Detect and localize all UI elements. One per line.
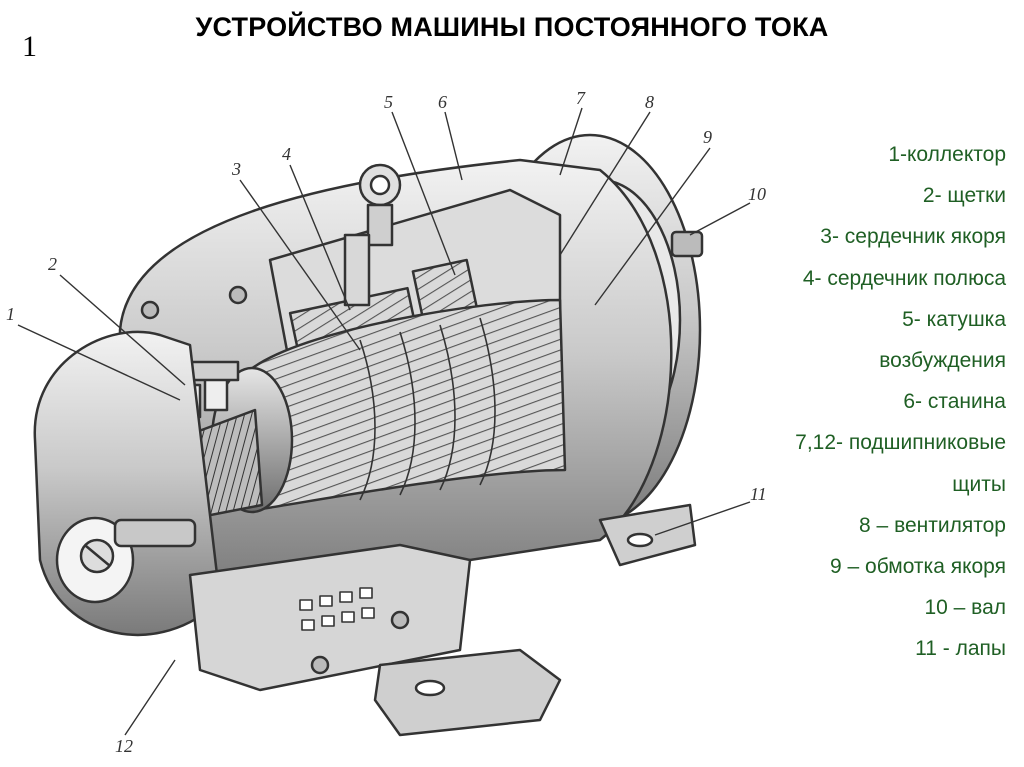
legend-item: 11 - лапы xyxy=(915,637,1006,661)
legend-item: возбуждения xyxy=(879,349,1006,373)
legend-item: 6- станина xyxy=(903,390,1006,414)
legend-item: 5- катушка xyxy=(902,307,1006,331)
legend-item: щиты xyxy=(952,472,1006,496)
part-number-2: 2 xyxy=(48,254,57,274)
legend-item: 8 – вентилятор xyxy=(859,513,1006,537)
part-number-9: 9 xyxy=(703,127,712,147)
page-title: УСТРОЙСТВО МАШИНЫ ПОСТОЯННОГО ТОКА xyxy=(195,12,829,42)
legend-item: 2- щетки xyxy=(922,184,1006,208)
legend-item: 1-коллектор xyxy=(888,143,1006,166)
part-number-1: 1 xyxy=(6,304,15,324)
part-number-8: 8 xyxy=(645,92,654,112)
part-number-6: 6 xyxy=(438,92,447,112)
slide-number: 1 xyxy=(22,30,37,63)
part-number-12: 12 xyxy=(115,736,133,756)
part-number-7: 7 xyxy=(576,88,586,108)
legend-item: 10 – вал xyxy=(924,596,1006,620)
part-number-3: 3 xyxy=(231,159,241,179)
dc-machine-illustration: 1 2 3 4 5 6 7 8 9 10 11 12 xyxy=(6,88,767,756)
parts-legend: 1-коллектор 2- щетки 3- сердечник якоря … xyxy=(666,134,1006,670)
legend-item: 4- сердечник полюса xyxy=(802,266,1006,290)
part-number-5: 5 xyxy=(384,92,393,112)
part-number-10: 10 xyxy=(748,184,766,204)
part-number-4: 4 xyxy=(282,144,291,164)
legend-item: 9 – обмотка якоря xyxy=(830,555,1006,579)
legend-item: 7,12- подшипниковые xyxy=(795,431,1006,455)
part-number-11: 11 xyxy=(750,484,767,504)
legend-item: 3- сердечник якоря xyxy=(820,225,1006,249)
